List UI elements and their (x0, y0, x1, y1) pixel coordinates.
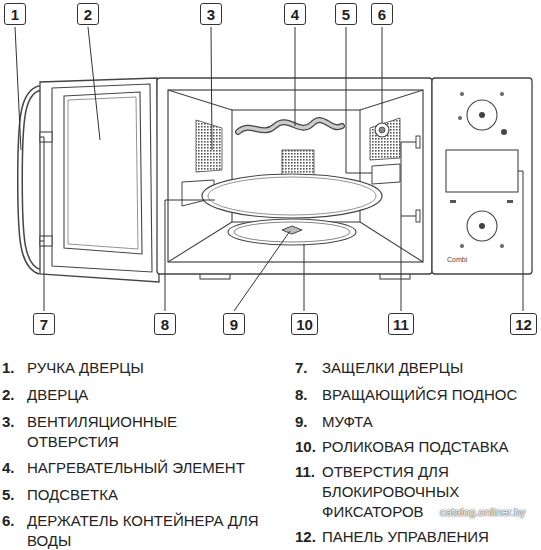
part-name: ПОДСВЕТКА (27, 485, 118, 505)
panel-icon (460, 244, 464, 248)
item-number: 3. (2, 412, 15, 432)
dial (467, 211, 497, 241)
part-name: ВРАЩАЮЩИЙСЯ ПОДНОС (322, 385, 517, 405)
door-handle-inner (20, 88, 40, 272)
callout-number: 5 (342, 6, 350, 23)
lock-hole (416, 136, 420, 148)
part-name: МУФТА (322, 412, 373, 432)
item-number: 8. (295, 385, 308, 405)
water-holder-core (379, 127, 385, 133)
callout-box: 4 (284, 3, 306, 25)
panel-icon (460, 92, 464, 96)
heating-element-inner (238, 120, 342, 132)
callout-box: 10 (291, 313, 318, 335)
turntable (202, 174, 382, 218)
leader-line (165, 200, 215, 311)
callout-number: 3 (207, 6, 215, 23)
callout-number: 11 (393, 316, 409, 333)
part-name: РУЧКА ДВЕРЦЫ (27, 358, 144, 378)
item-number: 6. (2, 511, 15, 531)
part-name: НАГРЕВАТЕЛЬНЫЙ ЭЛЕМЕНТ (27, 458, 245, 478)
callout-box: 9 (223, 313, 245, 335)
leader-line (40, 137, 44, 311)
panel-icon (458, 116, 462, 120)
callout-number: 12 (515, 316, 532, 333)
panel-icon (501, 129, 507, 135)
item-number: 12. (295, 527, 316, 547)
callout-number: 1 (11, 6, 19, 23)
item-number: 7. (295, 358, 308, 378)
callout-box: 11 (388, 313, 414, 335)
leader-line (518, 171, 523, 311)
door-outer (40, 78, 159, 282)
dial (467, 100, 497, 130)
callout-box: 7 (33, 313, 55, 335)
callout-number: 6 (378, 6, 386, 23)
turntable-inner (208, 177, 376, 215)
leader-line (234, 231, 290, 311)
item-number: 11. (295, 462, 315, 482)
callout-box: 1 (4, 3, 26, 25)
panel-button (450, 200, 456, 203)
callout-box: 2 (77, 3, 99, 25)
part-name: РОЛИКОВАЯ ПОДСТАВКА (322, 437, 509, 457)
leader-lines (15, 27, 523, 311)
item-number: 10. (295, 437, 316, 457)
vent-right (370, 118, 400, 160)
part-name: ЗАЩЕЛКИ ДВЕРЦЫ (322, 358, 463, 378)
part-name: ВЕНТИЛЯЦИОННЫЕ ОТВЕРСТИЯ (27, 412, 192, 452)
water-holder (375, 123, 389, 137)
item-number: 9. (295, 412, 308, 432)
callout-box: 3 (200, 3, 222, 25)
leader-line (295, 27, 296, 126)
panel-icon (500, 92, 504, 96)
watermark: catalog.onliner.by (440, 506, 526, 519)
item-number: 4. (2, 458, 15, 478)
door-window-inner (68, 97, 138, 249)
callout-number: 9 (230, 316, 238, 333)
part-name: ДЕРЖАТЕЛЬ КОНТЕЙНЕРА ДЛЯ ВОДЫ (27, 511, 292, 550)
callout-number: 4 (291, 6, 299, 23)
panel-icon (500, 244, 504, 248)
leader-line (88, 27, 100, 140)
door-handle (20, 88, 40, 272)
callout-number: 8 (161, 316, 169, 333)
door-frame (52, 84, 152, 272)
lock-hole (416, 210, 420, 222)
callout-box: 5 (335, 3, 357, 25)
leader-line (15, 27, 21, 150)
leader-line (382, 27, 383, 123)
light-cover (372, 164, 400, 184)
leader-line (304, 244, 305, 311)
item-number: 1. (2, 358, 15, 378)
callout-number: 10 (296, 316, 313, 333)
panel-text: Combi (447, 256, 467, 264)
callout-box: 8 (154, 313, 176, 335)
dial-center (479, 223, 485, 229)
door-window (64, 92, 142, 254)
part-name: ДВЕРЦА (27, 385, 88, 405)
dial-center (479, 112, 485, 118)
item-number: 2. (2, 385, 15, 405)
panel-button (507, 200, 513, 203)
callout-box: 6 (371, 3, 393, 25)
vent-left (196, 120, 222, 172)
leader-line (211, 27, 212, 150)
roller-ring-inner (234, 222, 350, 242)
leader-line (346, 27, 372, 173)
heating-element (238, 120, 342, 132)
display (446, 150, 518, 192)
control-panel (432, 78, 532, 274)
item-number: 5. (2, 485, 15, 505)
part-name: ПАНЕЛЬ УПРАВЛЕНИЯ (322, 527, 489, 547)
callout-number: 2 (84, 6, 92, 23)
callout-number: 7 (40, 316, 48, 333)
callout-box: 12 (510, 313, 537, 335)
roller-ring (228, 219, 356, 245)
coupling (282, 226, 302, 234)
leader-line (401, 142, 416, 311)
